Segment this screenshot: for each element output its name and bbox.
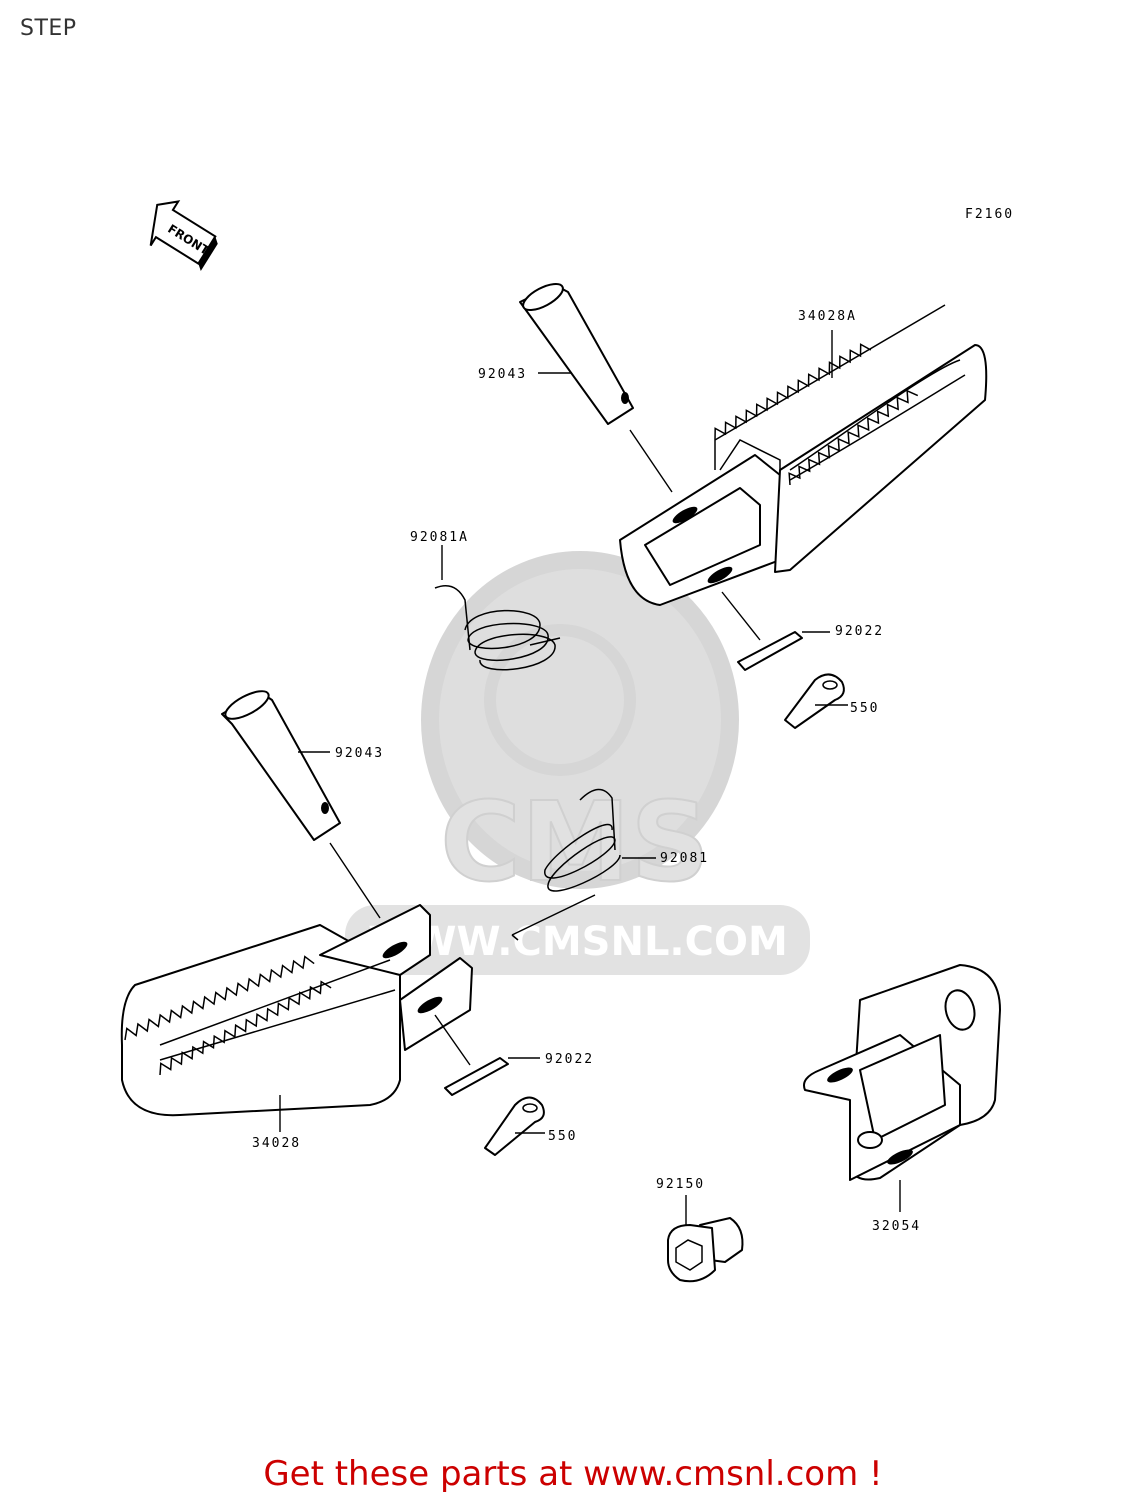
spring-lower	[511, 788, 621, 941]
page-title: STEP	[20, 16, 77, 41]
footpeg-right	[619, 304, 988, 606]
washer-upper	[737, 631, 803, 671]
washer-lower	[444, 1057, 509, 1096]
pin-lower	[221, 690, 341, 841]
label-92150: 92150	[656, 1177, 705, 1192]
watermark-logo-text: CMS	[440, 778, 709, 906]
label-550-lower: 550	[548, 1129, 577, 1144]
plug-bolt	[667, 1217, 744, 1283]
label-34028: 34028	[252, 1136, 301, 1151]
cotter-pin-lower	[484, 1096, 545, 1156]
label-92081: 92081	[660, 851, 709, 866]
label-92081A: 92081A	[410, 530, 469, 545]
label-92022-upper: 92022	[835, 624, 884, 639]
pin-upper	[519, 282, 634, 425]
watermark-url: WWW.CMSNL.COM	[368, 919, 788, 965]
label-34028A: 34028A	[798, 309, 857, 324]
label-92022-lower: 92022	[545, 1052, 594, 1067]
label-92043-upper: 92043	[478, 367, 527, 382]
watermark-logo: CMS WWW.CMSNL.COM	[345, 551, 810, 975]
front-arrow-icon: FRONT	[149, 200, 218, 272]
label-550-upper: 550	[850, 701, 879, 716]
cotter-pin-upper	[784, 673, 845, 729]
label-32054: 32054	[872, 1219, 921, 1234]
spring-upper	[434, 585, 561, 671]
label-92043-lower: 92043	[335, 746, 384, 761]
bracket	[803, 964, 1001, 1181]
footpeg-left	[120, 904, 473, 1117]
figure-code: F2160	[965, 207, 1014, 222]
footer-link[interactable]: Get these parts at www.cmsnl.com !	[263, 1454, 883, 1494]
